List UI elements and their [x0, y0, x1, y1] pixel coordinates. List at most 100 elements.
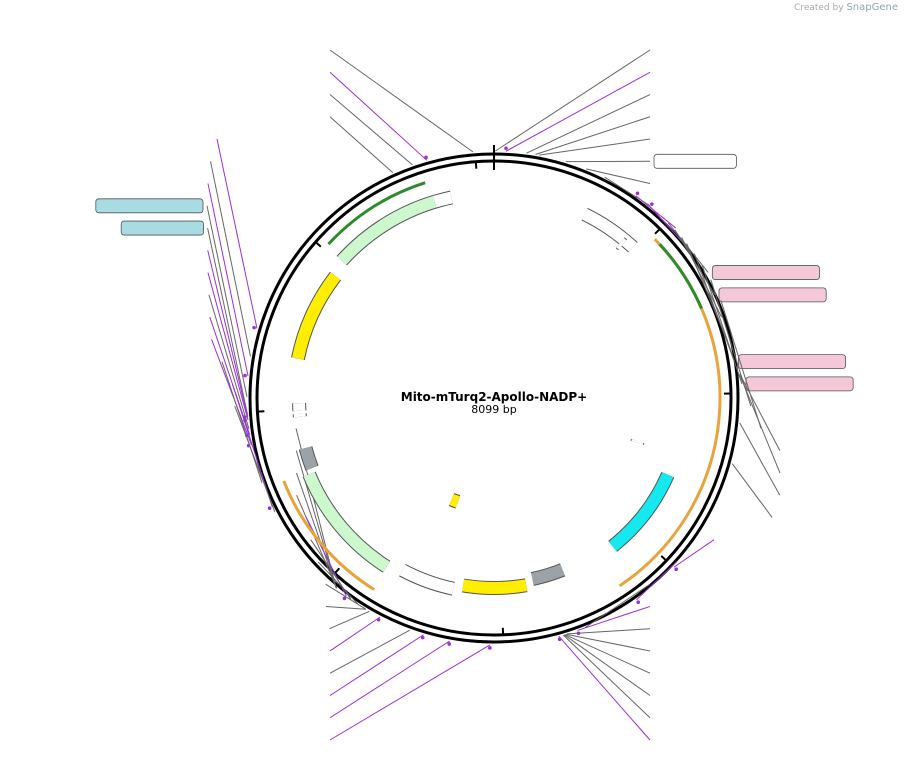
leader-line [216, 138, 258, 329]
plasmid-length: 8099 bp [471, 403, 516, 416]
leader-line [325, 583, 366, 610]
ruler-tick [474, 161, 478, 169]
ruler-tick [314, 241, 322, 248]
leader-line [539, 138, 651, 156]
leader-line [505, 71, 651, 152]
leader-line [329, 616, 381, 652]
feature-layer [282, 181, 722, 596]
leader-line [234, 405, 276, 512]
leader-line [535, 116, 651, 155]
leader-line [207, 250, 249, 418]
feature-arc [299, 446, 318, 471]
primer-mark [342, 596, 347, 601]
feature-arc [432, 191, 453, 208]
feature-arc [399, 564, 455, 595]
leader-line [329, 634, 424, 696]
primer-mark [447, 642, 451, 646]
primer-mark [635, 191, 640, 196]
ruler-tick [333, 567, 341, 575]
leader-line [221, 361, 263, 483]
leader-line [329, 94, 413, 166]
leader-line [329, 71, 428, 161]
feature-arc [449, 493, 460, 508]
primer-mark [420, 635, 425, 640]
leader-line [329, 49, 474, 153]
leader-line [693, 253, 735, 362]
snapgene-credit: Created by SnapGene [794, 2, 898, 13]
leader-line [564, 634, 651, 674]
plasmid-name: Mito-mTurq2-Apollo-NADP+ [401, 390, 587, 404]
feature-box [95, 198, 204, 214]
feature-box [120, 220, 204, 236]
leader-line [317, 561, 359, 605]
leader-line [567, 628, 651, 635]
leader-line [562, 634, 651, 719]
leader-line [325, 605, 366, 610]
leader-line [563, 634, 651, 696]
leader-line [739, 422, 781, 496]
leader-line [701, 264, 743, 385]
leader-line [739, 373, 781, 451]
cds-band [327, 181, 426, 246]
leader-line [586, 168, 651, 185]
leader-line [210, 161, 252, 357]
feature-arc [462, 579, 528, 594]
cds-band [658, 243, 703, 310]
leader-line [577, 605, 651, 631]
feature-arc [631, 439, 644, 445]
primer-mark [650, 202, 654, 206]
feature-box [738, 354, 847, 370]
primer-mark [424, 155, 428, 160]
leader-line [636, 561, 677, 601]
primer-mark [674, 567, 678, 571]
leader-line [329, 640, 450, 719]
primer-mark [243, 373, 247, 378]
leader-line [720, 300, 762, 429]
leader-line [731, 463, 773, 518]
feature-arc [616, 238, 627, 250]
feature-arc [292, 272, 341, 360]
feature-box [653, 153, 737, 169]
leader-line [558, 636, 651, 741]
feature-box [718, 287, 827, 303]
primer-mark [488, 646, 492, 650]
leader-line [495, 49, 651, 152]
leader-line [565, 633, 651, 652]
leader-line [208, 294, 250, 429]
leader-line [207, 272, 249, 421]
leader-line [295, 450, 337, 589]
feature-box [711, 265, 820, 280]
feature-arc [337, 196, 437, 265]
leader-line [584, 583, 651, 629]
leader-line [206, 205, 248, 398]
credit-prefix: Created by [794, 3, 844, 13]
leader-line [329, 116, 394, 174]
feature-box [745, 376, 854, 392]
leader-line [673, 539, 715, 568]
primer-mark [636, 600, 641, 605]
primer-mark [504, 146, 508, 151]
leader-line [211, 339, 252, 446]
leader-line [207, 183, 249, 376]
leader-line [207, 227, 249, 416]
cds-band [282, 480, 375, 591]
leader-line [329, 629, 411, 674]
ruler-tick [660, 555, 668, 562]
leader-line [209, 316, 251, 436]
primer-mark [252, 325, 256, 330]
leader-line [526, 94, 651, 154]
leader-line [739, 375, 781, 474]
leader-line [296, 494, 338, 589]
plasmid-backbone [248, 145, 740, 644]
feature-arc [581, 208, 638, 252]
credit-brand: SnapGene [846, 2, 898, 13]
leader-line [329, 644, 491, 741]
leader-line [295, 472, 337, 589]
feature-arc [303, 471, 390, 572]
annotation-layer [95, 49, 854, 741]
feature-arc [531, 564, 565, 585]
primer-mark [557, 637, 562, 642]
leader-line [329, 610, 370, 630]
leader-line [635, 195, 677, 229]
